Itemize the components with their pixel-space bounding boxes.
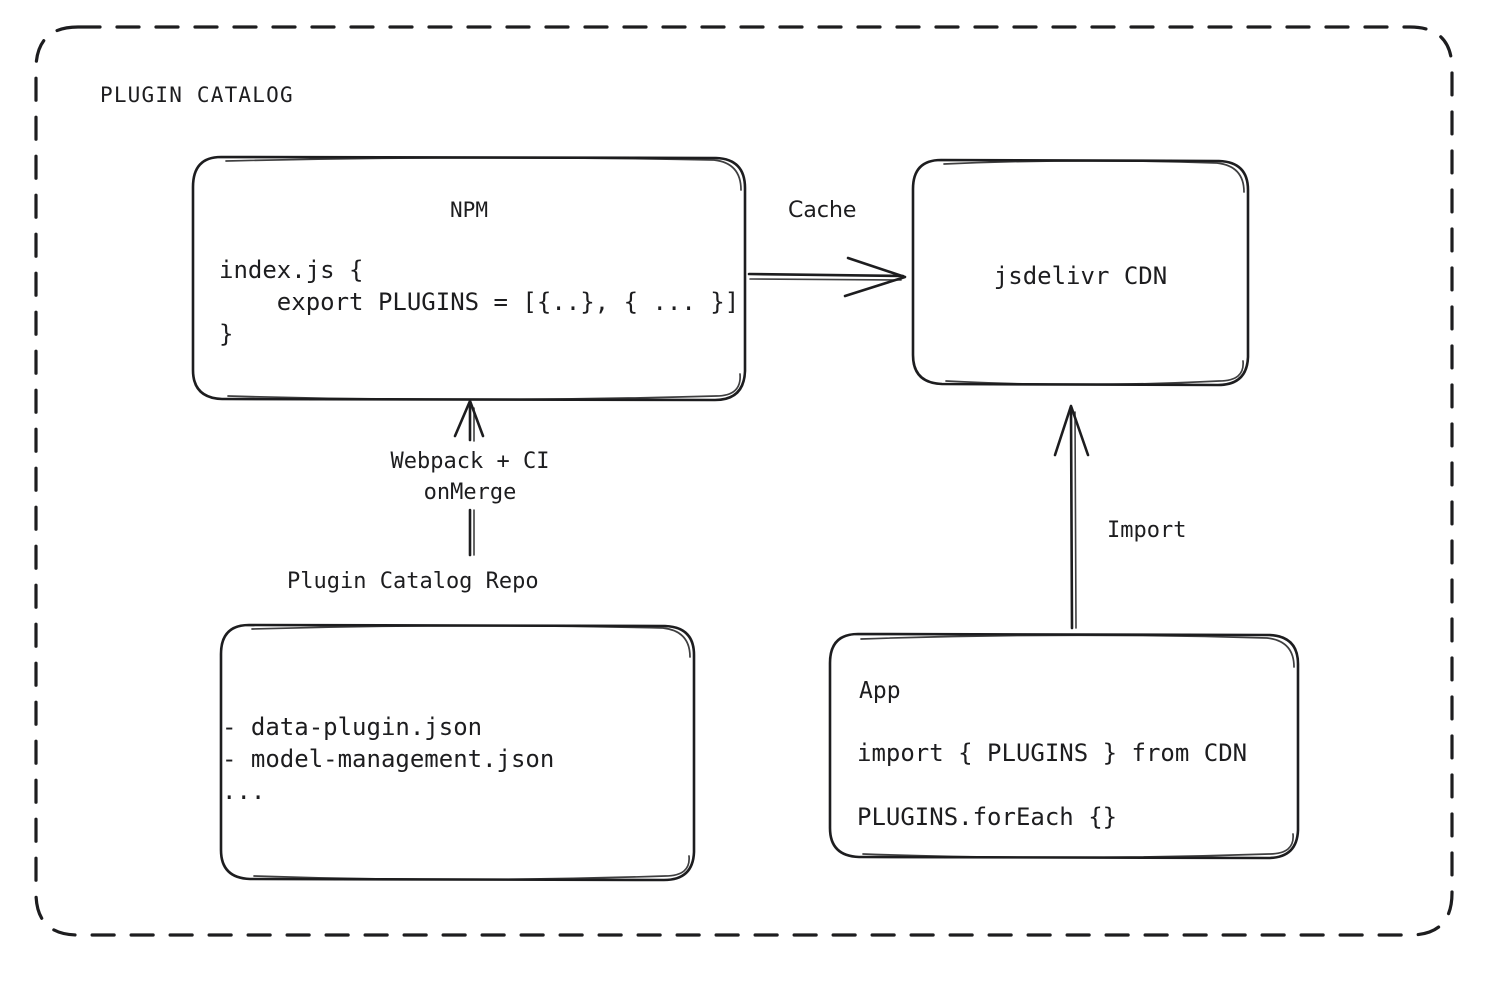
app-node-title: App <box>859 678 901 704</box>
import-edge-label: Import <box>1107 518 1187 543</box>
cache-arrow <box>747 256 907 298</box>
webpack-ci-edge-label: Webpack + CI <box>390 449 550 474</box>
jsdelivr-cdn-node-outline <box>911 158 1250 387</box>
npm-code-line-1: index.js { <box>219 256 364 284</box>
plugin-catalog-repo-caption: Plugin Catalog Repo <box>287 569 539 594</box>
npm-node-outline <box>191 155 747 402</box>
repo-file-line-1: - data-plugin.json <box>222 713 483 741</box>
import-arrow <box>1053 404 1090 630</box>
app-code-line-2: PLUGINS.forEach {} <box>857 803 1118 831</box>
webpack-ci-arrow <box>453 399 485 557</box>
cache-edge-label: Cache <box>788 198 857 223</box>
app-code-line-1: import { PLUGINS } from CDN <box>857 739 1248 767</box>
app-node-outline <box>828 632 1300 860</box>
repo-file-line-3: ... <box>222 777 266 805</box>
repo-file-line-2: - model-management.json <box>222 745 555 773</box>
plugin-catalog-boundary <box>34 25 1454 937</box>
npm-code-line-2: export PLUGINS = [{..}, { ... }] <box>219 288 740 316</box>
plugin-catalog-repo-node-outline <box>219 623 696 882</box>
jsdelivr-cdn-node-title: jsdelivr CDN <box>993 262 1168 290</box>
onmerge-edge-label: onMerge <box>423 480 517 505</box>
npm-node-title: NPM <box>450 198 488 222</box>
npm-code-line-3: } <box>219 320 234 348</box>
group-title: PLUGIN CATALOG <box>100 83 294 107</box>
